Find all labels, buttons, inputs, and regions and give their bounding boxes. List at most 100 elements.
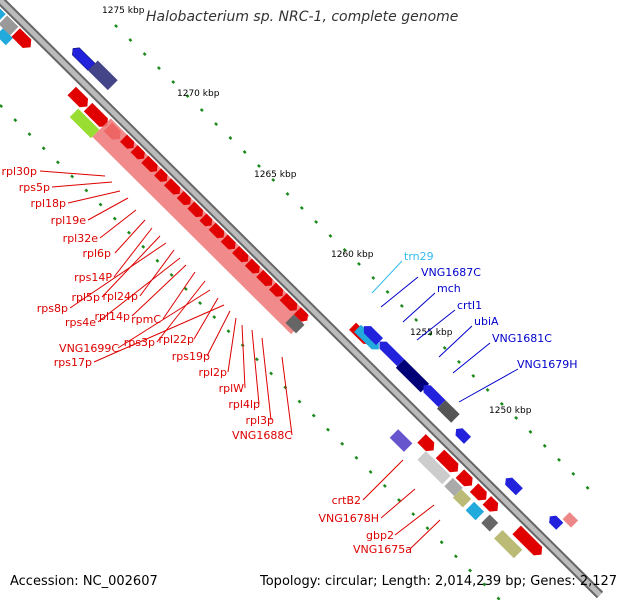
- reverse-gene: [549, 515, 564, 530]
- gene-label: rpl3p: [245, 414, 274, 427]
- gene-label: rpl18p: [30, 197, 66, 210]
- gene-label: VNG1678H: [318, 512, 379, 525]
- gene-label: mch: [437, 282, 461, 295]
- forward-gene: [220, 234, 236, 250]
- gene-label: rplW: [219, 382, 245, 395]
- forward-gene: [187, 201, 203, 218]
- gene-label: rpl30p: [1, 165, 37, 178]
- other-gene: [69, 108, 100, 139]
- scale-label: 1275 kbp: [102, 6, 145, 16]
- gene-label: gbp2: [366, 529, 394, 542]
- blue-leader-lines: [380, 276, 519, 403]
- scale-label: 1265 kbp: [254, 170, 297, 180]
- other-gene: [562, 512, 579, 528]
- reverse-gene: [72, 47, 96, 71]
- other-gene: [395, 359, 430, 393]
- reverse-strand-features: [0, 4, 543, 559]
- scale-label: 1260 kbp: [331, 250, 374, 260]
- forward-gene: [208, 222, 225, 239]
- gene-label: rps5p: [19, 181, 50, 194]
- gene-label: rpl4lp: [228, 398, 260, 411]
- other-gene: [437, 400, 460, 423]
- other-gene: [0, 28, 13, 46]
- other-gene: [465, 501, 485, 521]
- forward-gene: [269, 282, 284, 297]
- other-gene: [0, 15, 19, 36]
- forward-gene: [232, 245, 249, 263]
- trna-leader-line: [371, 260, 403, 294]
- scale-label: 1250 kbp: [489, 406, 532, 416]
- gene-label: rps3p: [124, 336, 155, 349]
- reverse-gene: [455, 428, 472, 444]
- gene-label: rpl32e: [63, 232, 99, 245]
- forward-gene: [199, 213, 213, 227]
- other-gene: [87, 60, 118, 91]
- forward-gene: [176, 190, 191, 206]
- gene-label-trna: trn29: [404, 250, 434, 263]
- gene-label: VNG1681C: [492, 332, 552, 345]
- gene-label: VNG1679H: [517, 358, 578, 371]
- gene-label: rps4e: [65, 316, 96, 329]
- gene-label: rpmC: [131, 313, 161, 326]
- gene-label: rps17p: [54, 356, 92, 369]
- gene-label: rpl22p: [158, 333, 194, 346]
- reverse-gene: [505, 477, 523, 496]
- forward-gene: [455, 469, 473, 487]
- forward-gene: [293, 307, 308, 322]
- gene-label: rps14P: [74, 271, 112, 284]
- forward-gene: [417, 434, 435, 452]
- forward-gene: [435, 449, 459, 473]
- scale-labels: 1275 kbp 1270 kbp 1265 kbp 1260 kbp 1255…: [102, 6, 532, 416]
- gene-label: rpl5p: [71, 291, 100, 304]
- gene-label: rpl6p: [82, 247, 111, 260]
- forward-gene: [244, 258, 260, 274]
- forward-gene: [279, 293, 298, 311]
- gene-label: rps19p: [172, 350, 210, 363]
- other-gene: [444, 477, 463, 497]
- gene-label: rpl19e: [51, 214, 87, 227]
- gene-label: VNG1699C: [59, 342, 119, 355]
- other-gene: [417, 451, 451, 485]
- genome-map: 1275 kbp 1270 kbp 1265 kbp 1260 kbp 1255…: [0, 0, 604, 600]
- gene-label: rps8p: [37, 302, 68, 315]
- gene-label: VNG1688C: [232, 429, 292, 442]
- accession-label: Accession: NC_002607: [10, 574, 158, 589]
- other-gene: [452, 489, 472, 508]
- red-leader-lines: [39, 170, 441, 550]
- gene-label: rpl14p: [94, 310, 130, 323]
- forward-gene: [256, 269, 273, 287]
- gene-label: crtI1: [457, 299, 482, 312]
- operon-highlight: [92, 118, 310, 335]
- forward-gene: [11, 28, 32, 49]
- map-title: Halobacterium sp. NRC-1, complete genome: [146, 9, 459, 25]
- backbone: [0, 0, 604, 599]
- forward-gene: [482, 496, 499, 512]
- blue-labels: VNG1687C mch crtI1 ubiA VNG1681C VNG1679…: [421, 266, 578, 371]
- gene-label: rpl24p: [102, 290, 138, 303]
- forward-gene: [83, 102, 108, 127]
- gene-label: crtB2: [332, 494, 361, 507]
- trna-gene: [354, 324, 379, 350]
- reverse-gene: [379, 341, 405, 367]
- gene-label: VNG1675a: [353, 543, 412, 556]
- forward-strand-features: [72, 47, 579, 530]
- forward-gene: [67, 86, 89, 108]
- scale-label: 1270 kbp: [177, 89, 220, 99]
- forward-gene: [163, 178, 181, 195]
- red-labels: rpl30p rps5p rpl18p rpl19e rpl32e rpl6p …: [1, 165, 412, 556]
- gene-label: rpl2p: [198, 366, 227, 379]
- other-gene: [494, 529, 523, 559]
- scale-label: 1255 kbp: [410, 328, 453, 338]
- reverse-gene: [423, 385, 446, 408]
- other-gene: [481, 514, 499, 532]
- forward-gene: [154, 168, 168, 182]
- gene-label: VNG1687C: [421, 266, 481, 279]
- reverse-gene: [363, 326, 384, 346]
- topology-label: Topology: circular; Length: 2,014,239 bp…: [260, 574, 617, 589]
- forward-gene: [130, 145, 145, 160]
- other-gene: [389, 429, 413, 452]
- forward-gene: [469, 483, 487, 501]
- gene-label: ubiA: [474, 315, 499, 328]
- other-gene: [0, 4, 6, 23]
- forward-gene: [512, 525, 543, 556]
